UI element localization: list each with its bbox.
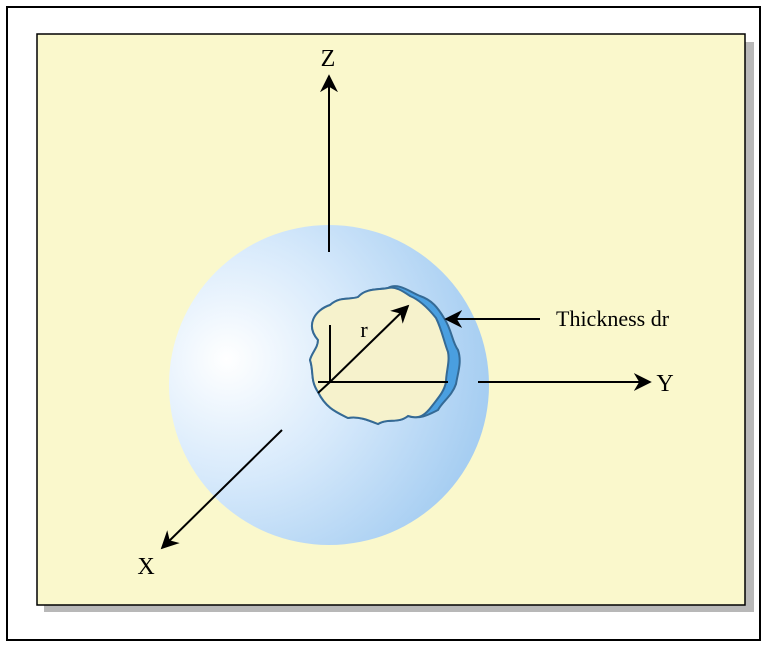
x-axis-inner	[317, 381, 331, 394]
z-axis-label: Z	[321, 46, 336, 72]
x-axis-label: X	[137, 554, 154, 580]
radius-arrow	[329, 304, 410, 383]
y-axis-label: Y	[656, 371, 673, 397]
thickness-label: Thickness dr	[556, 306, 670, 331]
x-axis-arrow	[160, 429, 283, 550]
radius-label: r	[360, 317, 368, 342]
